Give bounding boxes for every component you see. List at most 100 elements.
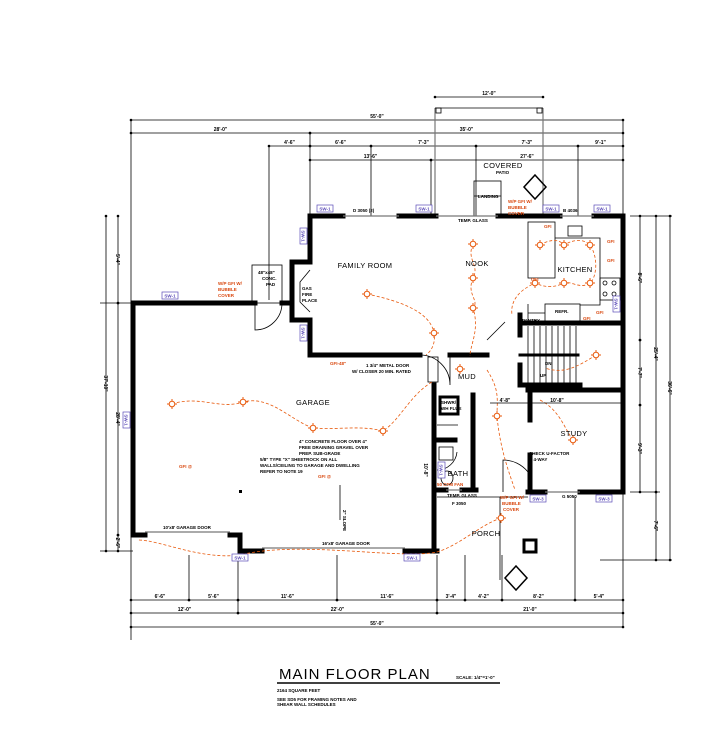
- bath-fan-note: 50 CFM FAN: [437, 482, 463, 487]
- gfi-note: BUBBLE: [508, 205, 527, 210]
- svg-text:SW-1: SW-1: [124, 414, 129, 426]
- light-fixture-icon: [585, 240, 595, 250]
- light-fixture-icon: [535, 240, 545, 250]
- gfi-note: W/P GFI W/: [500, 495, 525, 500]
- temp-glass-label: TEMP. GLASS: [458, 218, 488, 223]
- svg-text:SW-1: SW-1: [545, 207, 557, 212]
- electrical-notes: W/P GFI W/ BUBBLE COVER W/P GFI W/ BUBBL…: [179, 199, 615, 512]
- svg-text:SW-1: SW-1: [319, 207, 331, 212]
- svg-text:SW-1: SW-1: [164, 294, 176, 299]
- dimension-lines: 12'-0"55'-0"28'-0"35'-0"4'-6"6'-6"7'-3"7…: [100, 91, 672, 640]
- dimension-hall: 4'-8": [500, 398, 511, 404]
- svg-text:SW-1: SW-1: [418, 207, 430, 212]
- sink: [567, 225, 583, 237]
- gfi-note: GFI: [607, 258, 615, 263]
- gfi-note: GFI: [531, 277, 539, 282]
- room-kitchen: KITCHEN: [557, 265, 592, 274]
- elevation-marker: [522, 173, 548, 201]
- title-block: MAIN FLOOR PLAN SCALE: 1/4"=1'-0" 2164 S…: [277, 666, 500, 707]
- sheetrock-note: WALLS/CEILING TO GARAGE AND DWELLING: [260, 463, 360, 468]
- conc-pad-label: 48"x48": [258, 270, 275, 275]
- dimension-label: 6'-6": [155, 594, 166, 600]
- window-tag-f: F 3050: [452, 501, 467, 506]
- dimension-label: 35'-0": [460, 127, 474, 133]
- svg-text:SW-1: SW-1: [406, 556, 418, 561]
- light-fixture-icon: [530, 278, 540, 288]
- light-fixture-icon: [559, 278, 569, 288]
- kitchen-island: [527, 221, 556, 279]
- shear-wall-tag: SW-1: [403, 553, 421, 562]
- room-labels: FAMILY ROOM NOOK KITCHEN GARAGE MUD BATH…: [296, 161, 592, 538]
- dimension-label: 28'-4": [114, 412, 120, 426]
- garage-door-large-label: 16'x8' GARAGE DOOR: [322, 541, 371, 546]
- dimension-label: 25'-4": [652, 347, 658, 361]
- dimension-label: 4'-6": [284, 140, 295, 146]
- dimension-tick: [116, 533, 120, 537]
- dimension-label: 11'-6": [380, 594, 394, 600]
- drawing-note: SHEAR WALL SCHEDULES: [277, 702, 336, 707]
- svg-text:SW-1: SW-1: [301, 230, 306, 242]
- light-fixture-icon: [308, 423, 318, 433]
- metal-door-note: W/ CLOSER 20 MIN. RATED: [352, 369, 412, 374]
- dimension-bath: 10'-8": [422, 463, 428, 477]
- room-pantry: PANTRY: [522, 318, 540, 323]
- window-tag-g: G 5050: [562, 494, 577, 499]
- light-fixture-icon: [591, 350, 601, 360]
- room-patio: PATIO: [496, 170, 510, 175]
- dimension-label: 36'-6": [666, 381, 672, 395]
- drawing-note: SEE SD5 FOR FRAMING NOTES AND: [277, 697, 357, 702]
- window-tag-d: D 3050 (2): [353, 208, 375, 213]
- fireplace-label: GAS: [302, 286, 312, 291]
- dimension-label: 27'-6": [520, 154, 534, 160]
- sheetrock-note: 5/8" TYPE "X" SHEETROCK ON ALL: [260, 457, 337, 462]
- shear-wall-tag: SW-3: [529, 494, 547, 503]
- dimension-label: 9'-3": [636, 443, 642, 454]
- dimension-label: 28'-0": [214, 127, 228, 133]
- drawing-title: MAIN FLOOR PLAN: [279, 666, 431, 683]
- light-fixture-icon: [468, 239, 478, 249]
- light-fixture-icon: [568, 435, 578, 445]
- light-fixtures: [167, 239, 601, 523]
- dimension-label: 12'-0": [178, 607, 192, 613]
- flue-label: WH FLUE: [441, 406, 462, 411]
- dimension-tick: [433, 95, 437, 99]
- temp-glass-label: TEMP. GLASS: [447, 493, 477, 498]
- conc-pad-label: CONC.: [262, 276, 277, 281]
- door-swing: [254, 302, 283, 331]
- room-nook: NOOK: [465, 259, 488, 268]
- room-covered: COVERED: [483, 161, 522, 170]
- dimension-label: 7'-7": [636, 367, 642, 378]
- light-fixture-icon: [378, 426, 388, 436]
- square-footage: 2164 SQUARE FEET: [277, 688, 321, 693]
- svg-text:SW-3: SW-3: [598, 497, 610, 502]
- dimension-label: 8'-2": [533, 594, 544, 600]
- check-u-factor-note: CHECK U-FACTOR: [529, 451, 570, 456]
- dimension-label: 6'-6": [335, 140, 346, 146]
- gfi-note: COVER: [218, 293, 235, 298]
- refrigerator-label: REFR.: [555, 309, 569, 314]
- gfi-note: COVER: [503, 507, 520, 512]
- shear-wall-tag: SW-1: [316, 204, 334, 213]
- room-garage: GARAGE: [296, 398, 330, 407]
- dimension-label: 5'-4": [594, 594, 605, 600]
- flue-label: SHWR/: [441, 400, 457, 405]
- door-swing: [419, 354, 451, 386]
- elevation-marker: [503, 564, 529, 592]
- light-fixture-icon: [362, 289, 372, 299]
- range: [599, 277, 621, 301]
- conc-pad-label: PAD: [266, 282, 276, 287]
- room-bath: BATH: [448, 469, 469, 478]
- dimension-label: 5'-4": [114, 254, 120, 265]
- dimension-label: 2'-6": [114, 538, 120, 549]
- dimension-label: 7'-6": [652, 521, 658, 532]
- light-fixture-icon: [468, 273, 478, 283]
- dimension-label: 7'-3": [522, 140, 533, 146]
- drawing-scale: SCALE: 1/4"=1'-0": [456, 675, 495, 680]
- shear-wall-tag: SW-1: [122, 411, 131, 429]
- dimension-label: 11'-6": [281, 594, 295, 600]
- shear-wall-tag: SW-1: [437, 461, 446, 479]
- svg-text:SW-1: SW-1: [614, 298, 619, 310]
- light-fixture-icon: [167, 399, 177, 409]
- room-study: STUDY: [561, 429, 588, 438]
